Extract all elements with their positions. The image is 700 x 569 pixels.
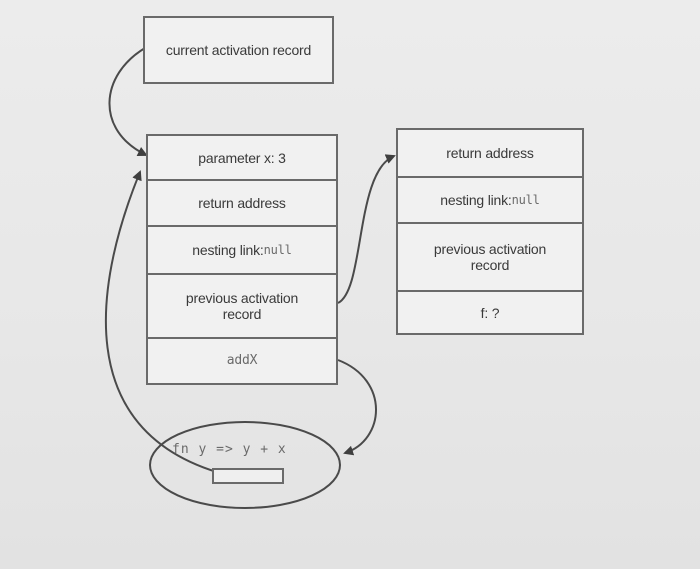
addx-label: addX	[226, 353, 258, 368]
closure-environment-arrow	[104, 170, 241, 479]
right-return-address-cell: return address	[446, 145, 534, 161]
row-divider	[398, 222, 582, 224]
addx-cell: addX	[148, 339, 336, 383]
addx-closure-arrow	[337, 359, 377, 456]
current-activation-record-box: current activation record	[143, 16, 334, 84]
row-divider	[148, 337, 336, 339]
right-nesting-link-value: null	[511, 193, 540, 207]
row-divider	[398, 176, 582, 178]
previous-record-link-arrow	[337, 154, 396, 304]
f-variable-cell: f: ?	[480, 304, 500, 321]
current-pointer-arrow	[108, 47, 148, 156]
row-divider	[148, 225, 336, 227]
closure-code-label: fn y => y + x	[172, 442, 287, 457]
right-nesting-link-cell: nesting link: null	[398, 178, 582, 222]
right-activation-record: return address nesting link: null previo…	[396, 128, 584, 335]
closure-oval	[149, 421, 341, 509]
left-nesting-link-label: nesting link:	[192, 242, 264, 258]
right-nesting-link-label: nesting link:	[440, 192, 512, 208]
left-previous-activation-record-cell: previous activation record	[185, 290, 299, 322]
current-activation-record-label: current activation record	[165, 42, 312, 58]
left-return-address-cell: return address	[198, 195, 286, 211]
row-divider	[148, 273, 336, 275]
left-nesting-link-cell: nesting link: null	[148, 227, 336, 273]
right-previous-activation-record-cell: previous activation record	[433, 241, 547, 273]
closure-environment-slot	[212, 468, 284, 484]
row-divider	[398, 290, 582, 292]
row-divider	[148, 179, 336, 181]
left-nesting-link-value: null	[263, 243, 292, 257]
parameter-x-cell: parameter x: 3	[198, 150, 286, 166]
left-activation-record: parameter x: 3 return address nesting li…	[146, 134, 338, 385]
